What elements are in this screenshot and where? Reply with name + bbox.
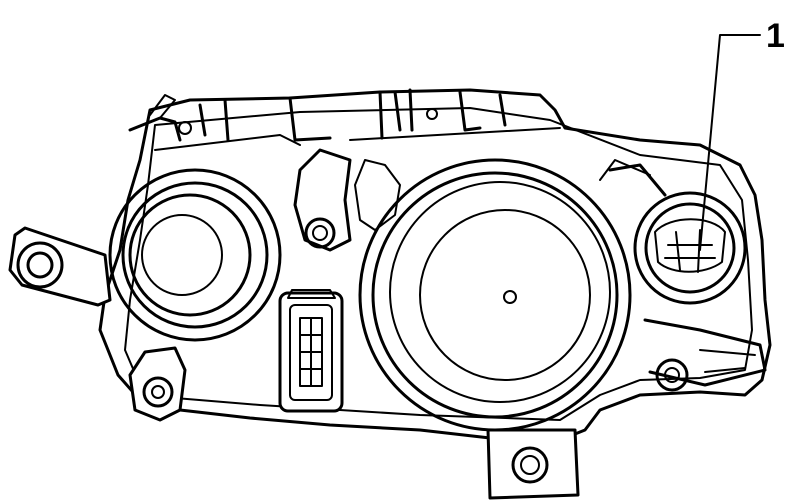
electrical-connector: [278, 289, 344, 413]
callout-1-label: 1: [766, 17, 785, 55]
callout-1-leader: [699, 34, 761, 251]
center-bracket: [293, 148, 352, 252]
bottom-mounting-tab: [486, 428, 580, 500]
callout-1: 1: [699, 17, 785, 251]
bulb-holder: [599, 159, 747, 305]
top-mounting-ribs: [128, 88, 561, 151]
top-screw-center: [426, 108, 438, 120]
housing-inner-border: [124, 107, 753, 421]
main-lens-assembly: [358, 158, 632, 432]
center-screw-inner: [312, 225, 328, 241]
lower-left-mounting-tab: [128, 346, 187, 422]
center-bracket-slot: [354, 159, 401, 231]
housing-outline: [98, 88, 772, 442]
center-screw: [304, 217, 336, 249]
right-lower-bracket: [643, 318, 767, 392]
top-screw-left: [178, 121, 192, 135]
left-mounting-tab: [8, 226, 112, 307]
left-lens-assembly: [108, 168, 282, 342]
